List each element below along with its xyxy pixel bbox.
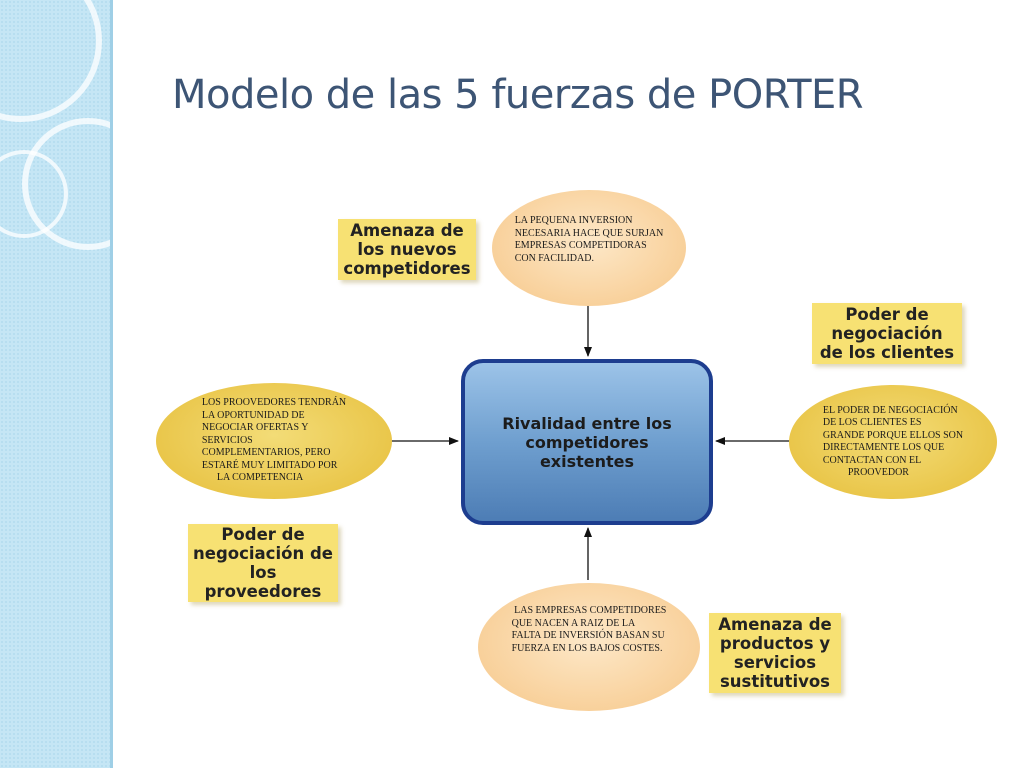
label-clients-text: Poder de negociación de los clientes [819, 305, 955, 362]
label-substitutes-text: Amenaza de productos y servicios sustitu… [718, 615, 832, 691]
label-new-entrants-text: Amenaza de los nuevos competidores [343, 221, 471, 278]
center-rivalry-text: Rivalidad entre los competidores existen… [502, 413, 672, 471]
label-new-entrants: Amenaza de los nuevos competidores [338, 219, 476, 280]
slide-title: Modelo de las 5 fuerzas de PORTER [172, 72, 864, 118]
oval-right-text: EL PODER DE NEGOCIACIÓN DE LOS CLIENTES … [822, 404, 964, 479]
oval-top-text: LA PEQUENA INVERSION NECESARIA HACE QUE … [514, 215, 664, 264]
oval-bottom-text: LAS EMPRESAS COMPETIDORES QUE NACEN A RA… [511, 605, 667, 654]
center-rivalry-box: Rivalidad entre los competidores existen… [461, 359, 713, 525]
decorative-ring [0, 150, 68, 238]
label-substitutes: Amenaza de productos y servicios sustitu… [709, 613, 841, 693]
label-suppliers-text: Poder de negociación de los proveedores [193, 525, 333, 601]
sidebar-edge [110, 0, 113, 768]
oval-bottom-substitutes: LAS EMPRESAS COMPETIDORES QUE NACEN A RA… [478, 583, 700, 711]
oval-top-new-entrants: LA PEQUENA INVERSION NECESARIA HACE QUE … [492, 190, 686, 306]
oval-left-suppliers: LOS PROOVEDORES TENDRÁN LA OPORTUNIDAD D… [156, 383, 392, 499]
decorative-sidebar [0, 0, 113, 768]
oval-left-text: LOS PROOVEDORES TENDRÁN LA OPORTUNIDAD D… [201, 397, 347, 484]
oval-right-clients: EL PODER DE NEGOCIACIÓN DE LOS CLIENTES … [789, 385, 997, 499]
label-suppliers: Poder de negociación de los proveedores [188, 524, 338, 602]
label-clients: Poder de negociación de los clientes [812, 303, 962, 364]
